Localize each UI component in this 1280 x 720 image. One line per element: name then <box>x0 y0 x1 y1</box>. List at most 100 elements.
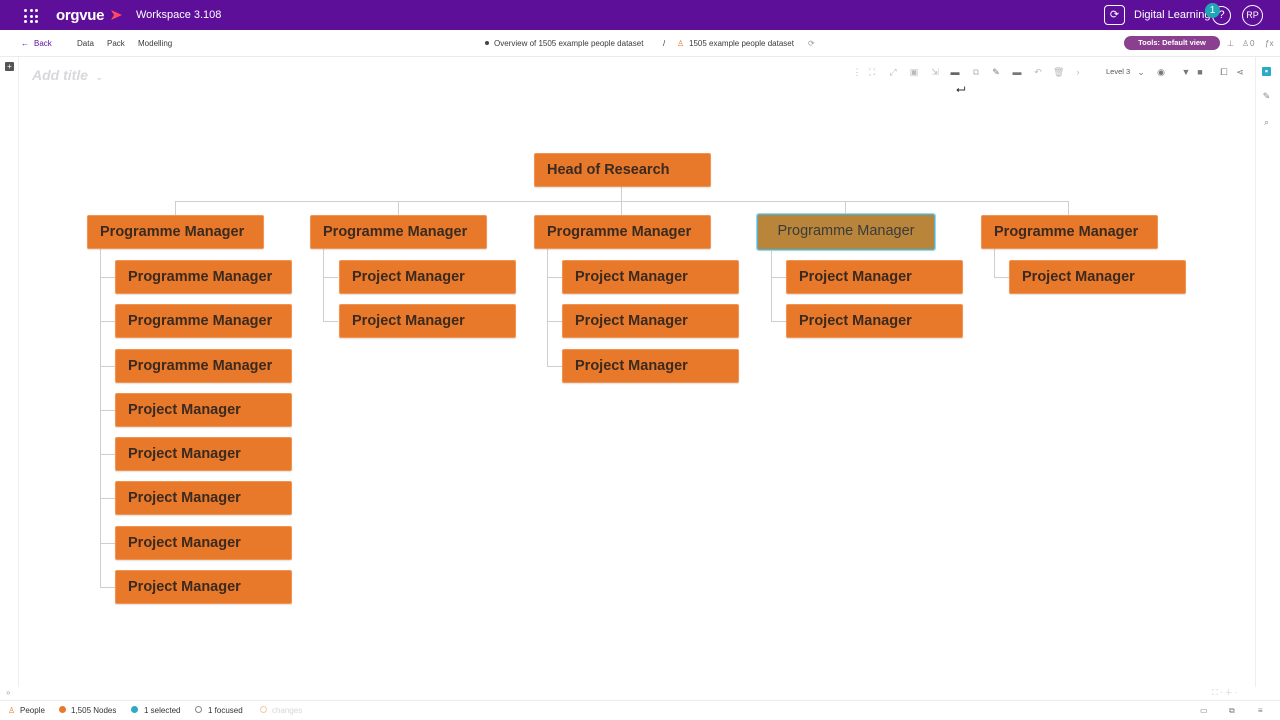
export-icon[interactable]: ⇲ <box>931 67 939 77</box>
org-node-child[interactable]: Project Manager <box>339 304 516 338</box>
edit-pencil-icon[interactable]: ✎ <box>1262 91 1271 101</box>
chevron-down-icon[interactable]: ⌄ <box>95 73 103 82</box>
org-node-child[interactable]: Project Manager <box>786 304 963 338</box>
app-logo[interactable]: orgvue <box>56 7 105 24</box>
menu-icon[interactable]: ≡ <box>1258 706 1263 715</box>
left-rail <box>0 57 19 687</box>
globe-icon[interactable]: ◉ <box>1157 67 1165 77</box>
back-arrow-icon[interactable]: ← <box>21 39 29 48</box>
collapse-icon[interactable]: ▬ <box>950 67 960 77</box>
drag-handle-icon[interactable]: ⋮ <box>852 67 862 77</box>
avatar[interactable]: RP <box>1242 5 1263 26</box>
undo-icon[interactable]: ↶ <box>1034 67 1042 77</box>
connector <box>100 277 115 278</box>
selected-icon <box>131 706 138 713</box>
app-launcher-icon[interactable] <box>24 9 38 23</box>
org-node-programme-manager[interactable]: Programme Manager <box>310 215 487 249</box>
connector <box>100 543 115 544</box>
workspace-label[interactable]: Workspace 3.108 <box>136 9 222 21</box>
org-node-child[interactable]: Programme Manager <box>115 260 292 294</box>
canvas-zoom-controls[interactable]: ⛶ · ＋ · <box>1212 688 1238 697</box>
refresh-icon[interactable]: ⟳ <box>808 39 815 48</box>
breadcrumb-dataset[interactable]: 1505 example people dataset <box>689 39 794 48</box>
filter-icon[interactable]: ▼ <box>1181 67 1191 77</box>
add-panel-icon[interactable]: + <box>5 62 14 71</box>
window-icon[interactable]: ⧉ <box>1229 706 1235 715</box>
dataset-name[interactable]: People <box>20 706 45 715</box>
properties-icon[interactable]: ▪ <box>1262 67 1271 76</box>
level-chevron-icon[interactable]: ⌄ <box>1137 67 1145 77</box>
connector <box>547 366 562 367</box>
copy-icon[interactable]: ⧉ <box>972 67 980 77</box>
level-select[interactable]: Level 3 <box>1106 67 1131 76</box>
breadcrumb-separator: / <box>663 39 666 48</box>
layers-icon[interactable]: ■ <box>1197 67 1203 77</box>
org-node-child[interactable]: Project Manager <box>115 437 292 471</box>
sync-icon[interactable]: ⟳ <box>1104 5 1125 25</box>
breadcrumb-overview[interactable]: Overview of 1505 example people dataset <box>494 39 644 48</box>
connector <box>323 321 338 322</box>
table-icon[interactable]: ▭ <box>1200 706 1208 715</box>
org-node-child[interactable]: Project Manager <box>115 570 292 604</box>
connector <box>100 454 115 455</box>
nav-data[interactable]: Data <box>77 39 94 48</box>
connector <box>100 498 115 499</box>
connector <box>100 410 115 411</box>
org-node-child[interactable]: Project Manager <box>115 481 292 515</box>
delete-icon[interactable]: 🗑 <box>1053 67 1065 77</box>
connector <box>100 321 115 322</box>
user-count: 0 <box>1250 39 1255 48</box>
connector <box>547 321 562 322</box>
pin-icon[interactable]: ⊥ <box>1227 39 1234 48</box>
org-node-root[interactable]: Head of Research <box>534 153 711 187</box>
window-icon[interactable]: ⧠ <box>1220 67 1228 77</box>
connector <box>323 277 338 278</box>
fit-screen-icon[interactable]: ⛶ <box>868 67 876 77</box>
status-bar: ♙ People 1,505 Nodes 1 selected 1 focuse… <box>0 700 1280 720</box>
title-placeholder: Add title <box>32 67 88 83</box>
org-node-selected[interactable]: Programme Manager <box>756 213 936 251</box>
pencil-icon[interactable]: ✎ <box>992 67 1000 77</box>
connector <box>175 201 176 215</box>
minus-icon[interactable]: ▬ <box>1012 67 1022 77</box>
org-node-child[interactable]: Project Manager <box>562 304 739 338</box>
org-node-child[interactable]: Programme Manager <box>115 304 292 338</box>
connector <box>398 201 399 215</box>
share-icon[interactable]: ⋖ <box>1236 67 1244 77</box>
connector <box>100 249 101 587</box>
node-count[interactable]: 1,505 Nodes <box>71 706 117 715</box>
org-node-programme-manager[interactable]: Programme Manager <box>981 215 1158 249</box>
back-link[interactable]: Back <box>34 39 52 48</box>
user-count-icon[interactable]: ♙ <box>1242 39 1250 48</box>
org-node-child[interactable]: Project Manager <box>339 260 516 294</box>
org-node-programme-manager[interactable]: Programme Manager <box>87 215 264 249</box>
org-node-child[interactable]: Project Manager <box>115 526 292 560</box>
expand-icon[interactable]: ⤢ <box>889 67 897 77</box>
connector <box>621 187 622 201</box>
chevron-right-icon[interactable]: › <box>1076 67 1080 77</box>
org-node-child[interactable]: Project Manager <box>562 260 739 294</box>
tenant-name[interactable]: Digital Learning <box>1134 9 1211 21</box>
selected-count[interactable]: 1 selected <box>144 706 181 715</box>
search-icon[interactable]: ⌕ <box>1263 117 1270 127</box>
connector <box>547 249 548 366</box>
function-icon[interactable]: ƒx <box>1265 39 1274 48</box>
image-icon[interactable]: ▣ <box>909 67 919 77</box>
nav-modelling[interactable]: Modelling <box>138 39 173 48</box>
notification-badge[interactable]: 1 <box>1205 3 1220 18</box>
org-node-programme-manager[interactable]: Programme Manager <box>534 215 711 249</box>
org-node-child[interactable]: Project Manager <box>786 260 963 294</box>
org-node-child[interactable]: Project Manager <box>115 393 292 427</box>
nodes-icon <box>59 706 66 713</box>
people-icon: ♙ <box>8 706 16 715</box>
expand-panel-icon[interactable]: » <box>6 688 11 697</box>
changes-label[interactable]: changes <box>272 706 303 715</box>
focused-count[interactable]: 1 focused <box>208 706 243 715</box>
org-node-child[interactable]: Project Manager <box>1009 260 1186 294</box>
tools-view-dropdown[interactable]: Tools: Default view <box>1124 36 1220 50</box>
connector <box>771 249 772 321</box>
org-node-child[interactable]: Programme Manager <box>115 349 292 383</box>
add-title-field[interactable]: Add title ⌄ <box>32 67 103 83</box>
nav-pack[interactable]: Pack <box>107 39 125 48</box>
org-node-child[interactable]: Project Manager <box>562 349 739 383</box>
